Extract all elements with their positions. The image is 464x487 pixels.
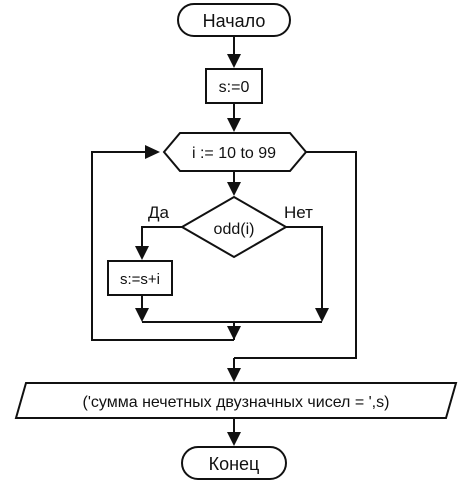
end-shape (181, 446, 287, 480)
output-shape (14, 382, 458, 419)
arrowhead-loop-condition (227, 182, 241, 196)
start-terminator: Начало (177, 3, 291, 37)
init-label: s:=0 (219, 79, 250, 96)
loop-header: i := 10 to 99 (162, 132, 308, 172)
action-shape (107, 260, 173, 296)
condition-decision: odd(i) (179, 195, 289, 259)
loop-label: i := 10 to 99 (192, 145, 276, 162)
loop-back-arrowhead (145, 145, 160, 159)
action-process: s:=s+i (107, 260, 173, 296)
arrowhead-init-loop (227, 118, 241, 132)
action-label: s:=s+i (120, 271, 160, 288)
yes-branch-connector (141, 226, 182, 252)
output-label: ('сумма нечетных двузначных чисел = ',s) (83, 394, 390, 411)
end-label: Конец (209, 454, 260, 474)
arrowhead-start-init (227, 54, 241, 68)
loop-back-connector (91, 151, 234, 341)
start-label: Начало (203, 11, 266, 31)
init-process: s:=0 (205, 68, 263, 104)
condition-shape (179, 195, 289, 259)
action-down-arrowhead (135, 308, 149, 322)
output-io: ('сумма нечетных двузначных чисел = ',s) (14, 382, 458, 419)
no-branch-connector (286, 226, 323, 314)
loop-exit-connector (234, 151, 357, 359)
no-branch-arrowhead (315, 308, 329, 322)
yes-branch-arrowhead (135, 246, 149, 260)
yes-label: Да (148, 203, 170, 222)
merge-arrowhead (227, 326, 241, 340)
arrowhead-exit-output (227, 368, 241, 382)
condition-label: odd(i) (214, 221, 255, 238)
end-terminator: Конец (181, 446, 287, 480)
arrowhead-output-end (227, 432, 241, 446)
init-shape (205, 68, 263, 104)
no-label: Нет (284, 203, 313, 222)
